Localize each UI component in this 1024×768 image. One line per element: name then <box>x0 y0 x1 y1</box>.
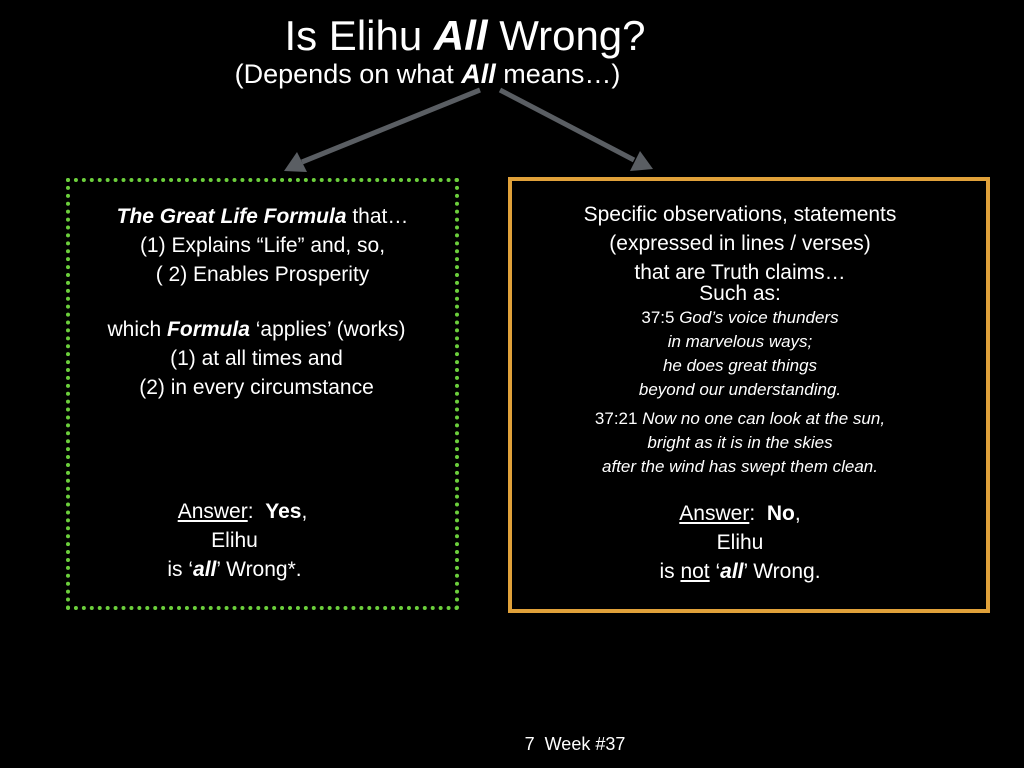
verse-2-text-3: after the wind has swept them clean. <box>602 457 878 476</box>
verse-1-ref: 37:5 <box>641 308 680 327</box>
left-answer-is: is ‘ <box>167 558 194 581</box>
left-answer-label: Answer <box>177 500 248 523</box>
left-heading: The Great Life Formula that… <box>66 202 459 231</box>
verse-1-line-1: 37:5 God’s voice thunders <box>500 306 980 330</box>
verse-2-text-2: bright as it is in the skies <box>647 433 833 452</box>
title-post: Wrong? <box>487 12 646 59</box>
verse-1-line-3: he does great things <box>500 354 980 378</box>
right-line-3: that are Truth claims… <box>634 261 846 284</box>
left-answer-value: Yes <box>265 500 302 523</box>
subtitle-emphasis: All <box>461 59 496 89</box>
left-answer-all: all <box>193 558 217 581</box>
title-pre: Is Elihu <box>284 12 434 59</box>
right-answer-q: ‘ <box>709 560 721 583</box>
right-answer: Answer: No, <box>500 499 980 528</box>
right-answer-not: not <box>680 560 710 583</box>
verse-1-line-2: in marvelous ways; <box>500 330 980 354</box>
left-box <box>66 178 459 610</box>
right-arrow-head <box>630 151 653 171</box>
right-answer-comma: , <box>794 502 801 525</box>
right-line-1: Specific observations, statements <box>583 203 897 226</box>
left-answer: Answer: Yes, <box>46 497 439 526</box>
right-answer-is: is <box>659 560 681 583</box>
subtitle-pre: (Depends on what <box>234 59 462 89</box>
verse-2-ref: 37:21 <box>594 409 643 428</box>
formula-post: ‘applies’ (works) <box>249 318 406 341</box>
left-arrow-line <box>301 87 481 165</box>
right-box <box>508 177 990 613</box>
right-answer-sep: : <box>749 502 767 525</box>
right-answer-end: ’ Wrong. <box>743 560 821 583</box>
left-answer-end: ’ Wrong*. <box>216 558 302 581</box>
left-line-1: (1) Explains “Life” and, so, <box>139 234 386 257</box>
left-arrow-head <box>284 152 307 172</box>
verse-2-line-2: bright as it is in the skies <box>500 431 980 455</box>
right-answer-all: all <box>720 560 744 583</box>
right-such-as: Such as: <box>699 282 781 305</box>
formula-emphasis: Formula <box>167 318 250 341</box>
slide-subtitle: (Depends on what All means…) <box>0 58 855 90</box>
slide-footer: 7 Week #37 <box>524 734 626 754</box>
left-heading-emphasis: The Great Life Formula <box>116 205 347 228</box>
left-line-2: ( 2) Enables Prosperity <box>155 263 370 286</box>
formula-pre: which <box>107 318 168 341</box>
left-answer-sep: : <box>247 500 266 523</box>
verse-1-line-4: beyond our understanding. <box>500 378 980 402</box>
verse-1-text-3: he does great things <box>662 356 818 375</box>
right-arrow-line <box>498 87 636 163</box>
left-answer-line-3: is ‘all’ Wrong*. <box>38 555 431 584</box>
verse-2-line-3: after the wind has swept them clean. <box>500 455 980 479</box>
right-answer-line-2: Elihu <box>716 531 764 554</box>
left-answer-line-2: Elihu <box>211 529 258 552</box>
right-answer-line-3: is not ‘all’ Wrong. <box>500 557 980 586</box>
left-formula-line: which Formula ‘applies’ (works) <box>60 315 453 344</box>
left-heading-rest: that… <box>346 205 409 228</box>
right-answer-label: Answer <box>679 502 750 525</box>
right-answer-value: No <box>766 502 795 525</box>
subtitle-post: means…) <box>495 59 621 89</box>
verse-2-line-1: 37:21 Now no one can look at the sun, <box>500 407 980 431</box>
verse-1-text-2: in marvelous ways; <box>667 332 813 351</box>
title-emphasis: All <box>433 12 488 59</box>
left-line-3: (1) at all times and <box>170 347 343 370</box>
verse-1-text-1: God’s voice thunders <box>679 308 839 327</box>
verse-2-text-1: Now no one can look at the sun, <box>642 409 886 428</box>
right-line-2: (expressed in lines / verses) <box>609 232 871 255</box>
slide-title: Is Elihu All Wrong? <box>0 12 930 60</box>
left-answer-comma: , <box>301 500 308 523</box>
left-line-4: (2) in every circumstance <box>139 376 374 399</box>
verse-1-text-4: beyond our understanding. <box>638 380 842 399</box>
